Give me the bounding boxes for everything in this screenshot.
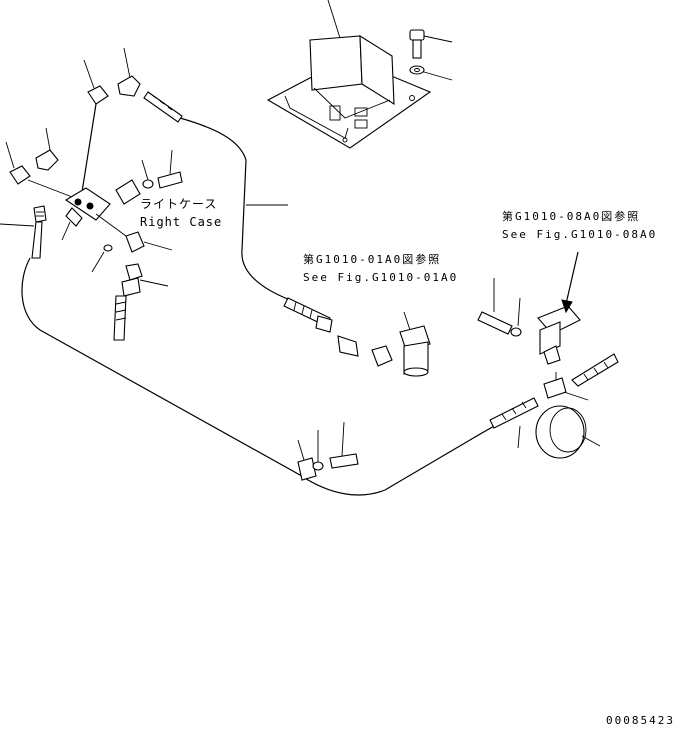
hose-upper: [179, 117, 291, 301]
manifold-bolt: [157, 149, 183, 189]
ref-left-label-jp: 第G1010-01A0図参照: [303, 252, 441, 266]
filter-unit: [399, 311, 431, 377]
center-elbow: [371, 345, 393, 367]
mounting-plate: [266, 0, 432, 149]
left-elbow-a: [35, 127, 59, 171]
lower-clamp: [297, 439, 317, 481]
right-hose-b: [489, 397, 539, 449]
right-bolt: [477, 278, 513, 335]
right-washer: [510, 297, 522, 337]
small-washer: [91, 244, 113, 273]
upper-elbow: [117, 47, 141, 97]
tee-fitting: [543, 372, 567, 399]
clamp-fitting: [125, 231, 173, 253]
left-hose: [0, 205, 47, 259]
right-hose-a: [571, 353, 619, 387]
figure-number: 00085423: [606, 714, 675, 727]
upper-connector: [81, 59, 109, 193]
plate-washer: [409, 65, 453, 81]
left-connector-b: [5, 141, 81, 201]
pressure-gauge: [535, 391, 601, 459]
hose-lower: [21, 257, 521, 496]
lower-washer: [312, 430, 324, 471]
ref-right-label-en: See Fig.G1010-08A0: [502, 228, 657, 241]
lower-left-hose: [113, 295, 127, 341]
right-case-label-jp: ライトケース: [140, 197, 217, 211]
right-case-label-en: Right Case: [140, 215, 222, 229]
manifold-block: [61, 187, 127, 241]
manifold-washer: [141, 159, 154, 189]
union-fitting: [121, 263, 169, 297]
valve-assembly: [537, 251, 581, 365]
center-connector: [337, 335, 359, 357]
plate-bolt: [409, 29, 453, 59]
lower-bolt: [329, 421, 359, 469]
manifold-bracket: [115, 179, 141, 205]
center-hose: [283, 297, 333, 333]
ref-right-label-jp: 第G1010-08A0図参照: [502, 209, 640, 223]
upper-hose-end: [143, 91, 183, 123]
ref-left-label-en: See Fig.G1010-01A0: [303, 271, 458, 284]
